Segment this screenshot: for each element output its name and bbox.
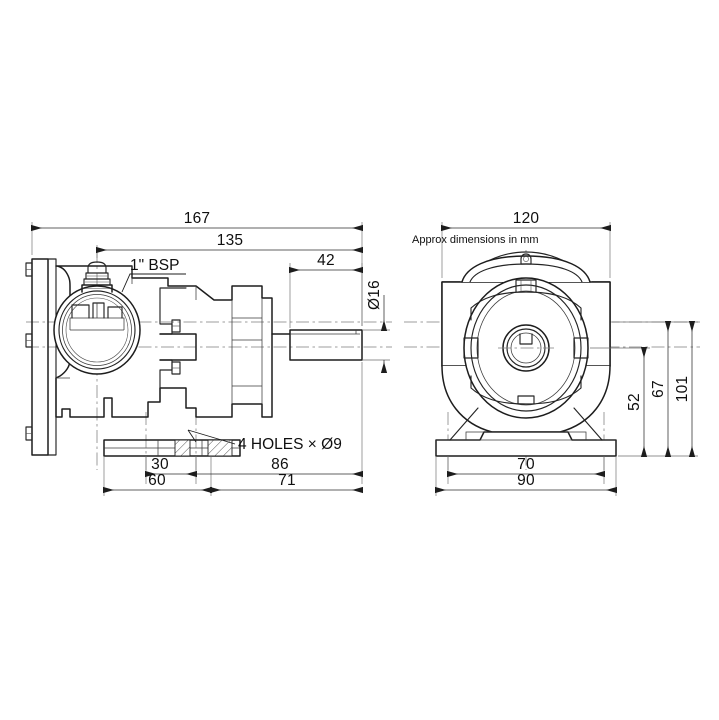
side-elevation-view: 167 135 42 Ø16 1" BSP 4 HOLES × Ø9 30 60	[25, 210, 392, 496]
end-elevation-view: 120 Approx dimensions in mm 101 67 52 70…	[404, 210, 700, 496]
cover-middle-ring	[58, 290, 136, 370]
dim-foot-to-shaft-text: 86	[271, 456, 289, 473]
base-plate-top-step	[465, 431, 587, 440]
cover-bolt-boss-bottom	[517, 395, 535, 405]
cover-lobe-lower	[470, 375, 582, 405]
dim-body-to-end-text: 71	[278, 472, 296, 489]
cover-bore-ring	[65, 297, 129, 363]
bsp-port-cap	[87, 261, 107, 274]
dim-overall-height-text: 101	[674, 376, 691, 402]
base-gussets	[449, 407, 603, 441]
callout-holes-text: 4 HOLES × Ø9	[238, 436, 342, 453]
mounting-hole-section-right	[207, 439, 233, 457]
dim-overall-width-text: 120	[513, 210, 540, 227]
upper-cast-shoulder	[461, 255, 591, 283]
seal-detail-lower	[171, 361, 181, 375]
shaft-keyway	[519, 333, 533, 345]
cover-inner-ellipse	[476, 290, 576, 406]
flange-bolt-tab-mid	[25, 333, 33, 348]
dim-base-width-text: 90	[517, 472, 535, 489]
top-vent-hole	[523, 256, 529, 262]
bsp-port-thread-step-2	[85, 272, 109, 280]
bsp-port-boss-body	[81, 284, 113, 293]
cover-middle-ellipse	[470, 284, 582, 412]
dim-body-length-text: 135	[217, 232, 243, 249]
dim-lower-axis-height-text: 52	[626, 393, 643, 411]
bearing-housing-band	[159, 333, 197, 361]
dim-axis-height-text: 67	[650, 380, 667, 398]
mounting-hole-section-left	[174, 439, 191, 457]
dim-foot-hole-span-text: 70	[517, 456, 535, 473]
cover-lobe-upper	[470, 291, 582, 321]
units-note-text: Approx dimensions in mm	[412, 234, 539, 246]
mounting-flange-face	[47, 258, 57, 456]
pump-body-outline	[55, 265, 273, 418]
flange-bolt-tab-bottom	[25, 426, 33, 441]
dim-shaft-length-text: 42	[317, 252, 335, 269]
leader-holes-callout	[187, 429, 236, 445]
callout-bsp-text: 1" BSP	[130, 257, 179, 274]
dim-shaft-diameter-text: Ø16	[366, 280, 383, 310]
impeller-vanes	[71, 302, 123, 319]
dim-foot-width-text: 60	[148, 472, 166, 489]
cover-inner-ring	[62, 294, 132, 366]
top-vent-boss	[520, 253, 532, 265]
cover-lobe-right	[573, 337, 589, 359]
cover-bolt-boss-top	[515, 279, 537, 293]
leader-bsp-callout	[121, 273, 186, 293]
dim-foot-hole-pitch-text: 30	[151, 456, 169, 473]
bsp-port-thread-step-1	[83, 278, 111, 286]
cover-lobe-left	[463, 337, 479, 359]
seal-detail-upper	[171, 319, 181, 333]
flange-bolt-tab-top	[25, 262, 33, 277]
dim-overall-length-text: 167	[184, 210, 210, 227]
